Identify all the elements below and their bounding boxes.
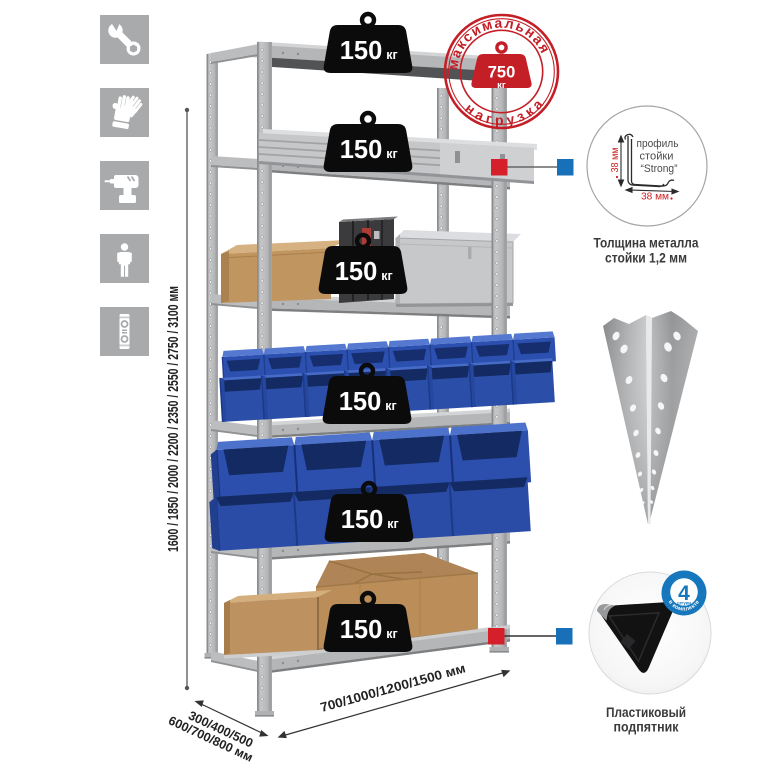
svg-text:стойки 1,2 мм: стойки 1,2 мм <box>605 250 687 266</box>
svg-text:750: 750 <box>488 64 516 82</box>
svg-text:1600 / 1850 / 2000 / 2200 / 23: 1600 / 1850 / 2000 / 2200 / 2350 / 2550 … <box>165 286 182 552</box>
svg-text:профиль: профиль <box>637 138 679 150</box>
svg-text:штуки: штуки <box>677 601 691 606</box>
svg-text:подпятник: подпятник <box>614 719 680 735</box>
svg-text:“Strong”: “Strong” <box>641 163 678 175</box>
svg-text:4: 4 <box>678 582 690 605</box>
svg-text:Пластиковый: Пластиковый <box>606 704 686 720</box>
svg-text:Толщина металла: Толщина металла <box>594 235 699 251</box>
svg-text:38 мм: 38 мм <box>609 148 621 173</box>
svg-text:кг: кг <box>497 80 506 91</box>
svg-text:стойки: стойки <box>640 151 674 163</box>
svg-text:38 мм: 38 мм <box>641 191 669 203</box>
